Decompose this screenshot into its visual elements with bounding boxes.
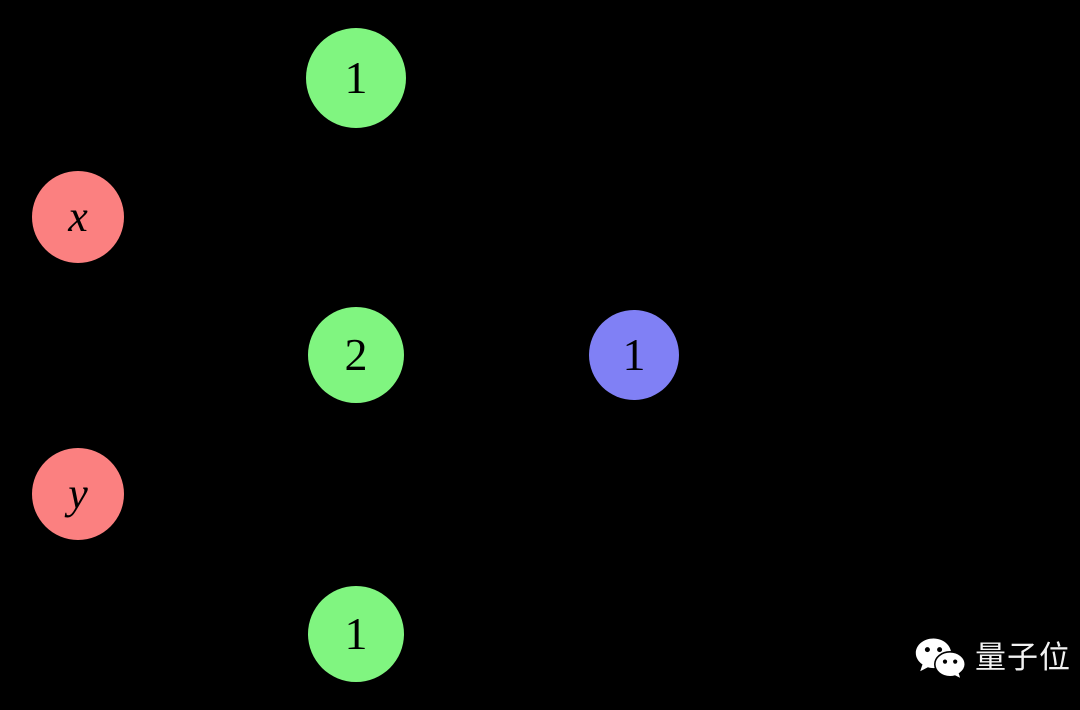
- graph-node-green-2[interactable]: 2: [308, 307, 404, 403]
- graph-node-variable-y[interactable]: y: [32, 448, 124, 540]
- node-label: 1: [344, 608, 368, 659]
- watermark: 量子位: [914, 636, 1071, 681]
- graph-node-blue-1[interactable]: 1: [589, 310, 679, 400]
- watermark-text: 量子位: [975, 639, 1071, 676]
- node-label: 1: [344, 52, 368, 103]
- graph-node-green-1-bottom[interactable]: 1: [308, 586, 404, 682]
- node-label: y: [68, 469, 88, 518]
- node-label: 2: [344, 329, 368, 380]
- graph-node-green-1-top[interactable]: 1: [306, 28, 406, 128]
- node-label: 1: [622, 329, 646, 380]
- node-label: x: [68, 192, 88, 241]
- wechat-icon: [914, 636, 968, 681]
- graph-node-variable-x[interactable]: x: [32, 171, 124, 263]
